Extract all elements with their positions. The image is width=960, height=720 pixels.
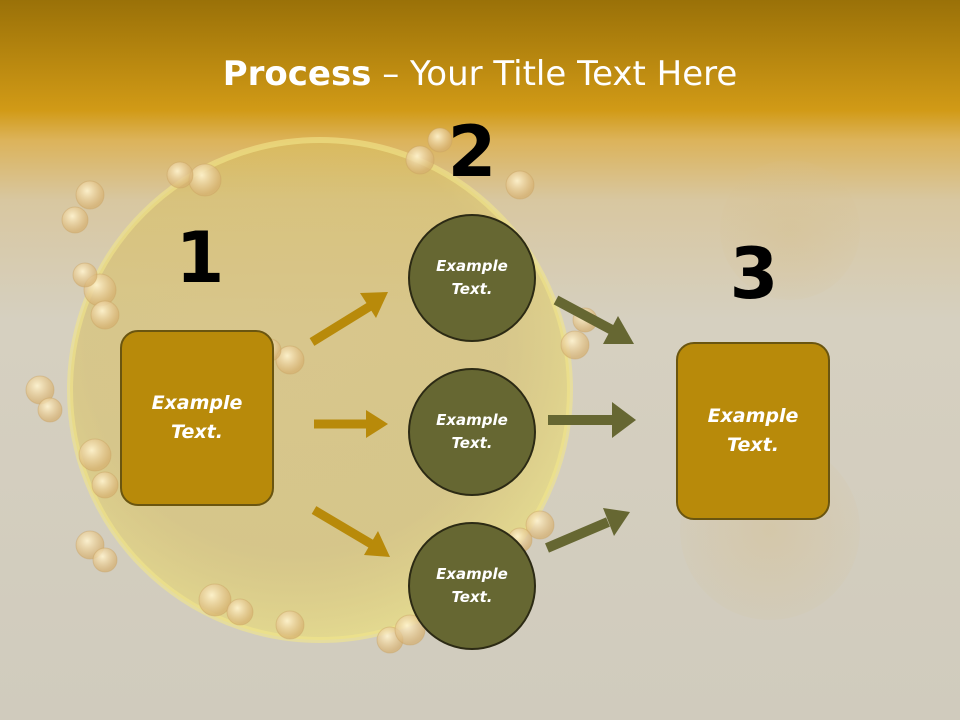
step-number-3: 3 xyxy=(729,233,779,315)
process-circle-1: Example Text. xyxy=(408,214,536,342)
arrow-to-circle-2 xyxy=(314,410,388,438)
slide-title: Process – Your Title Text Here xyxy=(0,52,960,96)
process-circle-2: Example Text. xyxy=(408,368,536,496)
step-number-1: 1 xyxy=(175,217,225,299)
process-circle-2-text: Example Text. xyxy=(436,411,508,452)
step-number-2: 2 xyxy=(447,111,497,193)
title-rest: – Your Title Text Here xyxy=(371,54,738,94)
arrow-to-circle-1 xyxy=(309,292,388,346)
process-circle-3-text: Example Text. xyxy=(436,565,508,606)
arrow-to-circle-3 xyxy=(311,506,390,557)
arrow-from-circle-1 xyxy=(553,295,634,344)
arrow-from-circle-2 xyxy=(548,402,636,438)
process-box-left-text: Example Text. xyxy=(151,392,243,443)
process-box-right-text: Example Text. xyxy=(707,405,799,456)
process-box-right: Example Text. xyxy=(676,342,830,520)
process-circle-3: Example Text. xyxy=(408,522,536,650)
arrow-from-circle-3 xyxy=(545,508,630,553)
title-bold: Process xyxy=(222,54,372,94)
process-circle-1-text: Example Text. xyxy=(436,257,508,298)
process-box-left: Example Text. xyxy=(120,330,274,506)
